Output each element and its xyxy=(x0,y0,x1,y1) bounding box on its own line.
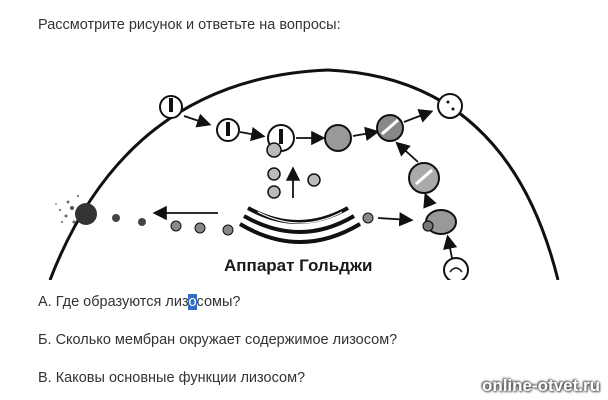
exocytosis-pit xyxy=(437,93,463,119)
arrow-digest-to-residual xyxy=(352,126,380,141)
autophagosome-bottom xyxy=(422,209,457,235)
primary-lysosome-2 xyxy=(267,185,281,199)
intro-text: Рассмотрите рисунок и ответьте на вопрос… xyxy=(38,17,341,33)
fusion-vesicle xyxy=(266,124,295,158)
question-c: В. Каковы основные функции лизосом? xyxy=(38,370,306,386)
cell-membrane xyxy=(48,68,560,280)
mitochondrion-bottom xyxy=(443,257,469,280)
arrow-autophagy-mid xyxy=(423,192,437,209)
arrow-residual-to-exit xyxy=(403,109,434,123)
question-b: Б. Сколько мембран окружает содержимое л… xyxy=(38,332,398,348)
residual-body xyxy=(376,114,404,142)
question-a: А. Где образуются лизосомы? xyxy=(38,294,240,310)
arrow-autophagy-up xyxy=(395,141,419,163)
endocytosis-pit xyxy=(159,95,183,119)
arrow-to-right xyxy=(377,212,414,227)
cell-diagram: Аппарат Гольджи xyxy=(38,58,578,280)
golgi-apparatus xyxy=(238,206,362,244)
arrow-vesicle-to-fusion xyxy=(239,126,266,142)
digestive-vacuole xyxy=(324,124,352,152)
autophagosome-top xyxy=(408,162,440,194)
primary-lysosome-1 xyxy=(267,167,281,181)
question-a-text: А. Где образуются лиз xyxy=(38,294,189,310)
question-a-text-end: сомы? xyxy=(196,294,241,310)
cell-diagram-svg: Аппарат Гольджи xyxy=(48,68,560,280)
text-selection: о xyxy=(188,294,197,310)
golgi-label: Аппарат Гольджи xyxy=(224,256,372,275)
watermark: online-otvet.ru xyxy=(481,376,600,395)
exocytosis-spray xyxy=(55,194,97,225)
endocytic-vesicle xyxy=(216,118,240,142)
lysosome-right xyxy=(362,212,374,224)
arrow-autophagy-bottom xyxy=(443,234,458,259)
arrow-pit-to-vesicle xyxy=(183,113,212,128)
primary-lysosome-3 xyxy=(307,173,321,187)
secretory-vesicles-left xyxy=(112,214,234,236)
